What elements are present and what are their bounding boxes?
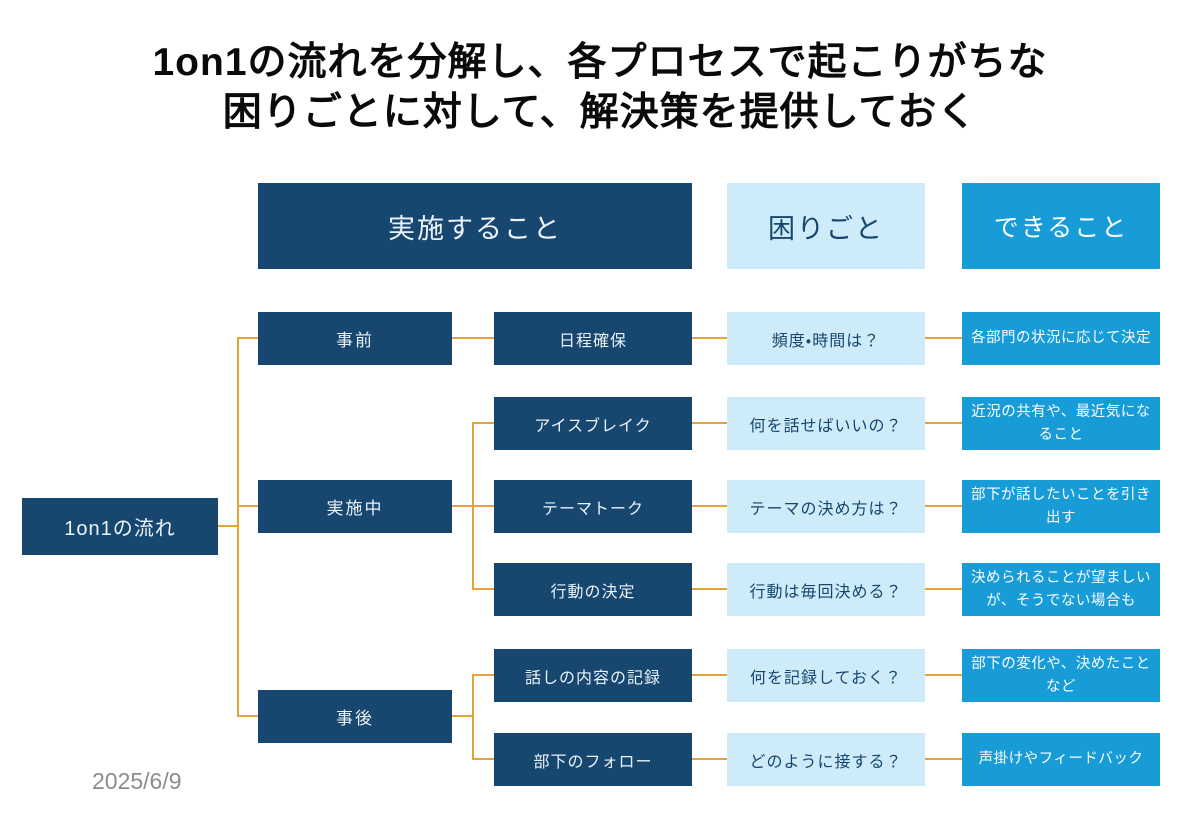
- process-box-theme-talk: テーマトーク: [494, 480, 692, 533]
- connector-trouble-solution-3: [925, 505, 962, 507]
- connector-process-trouble-5: [692, 674, 727, 676]
- connector-after-vertical: [472, 674, 474, 760]
- column-header-troubles: 困りごと: [727, 183, 925, 269]
- connector-process-trouble-1: [692, 337, 727, 339]
- slide-title-line1: 1on1の流れを分解し、各プロセスで起こりがちな: [152, 41, 1048, 84]
- solution-box-3: 部下が話したいことを引き出す: [962, 480, 1160, 533]
- connector-process-trouble-4: [692, 588, 727, 590]
- connector-during-decide-action: [473, 588, 494, 590]
- connector-trunk-after: [238, 715, 258, 717]
- trouble-box-6: どのように接する？: [727, 733, 925, 786]
- slide-title-line2: 困りごとに対して、解決策を提供しておく: [222, 90, 978, 134]
- solution-box-5: 部下の変化や、決めたことなど: [962, 649, 1160, 702]
- connector-before-schedule: [452, 337, 494, 339]
- connector-trunk-during: [238, 505, 258, 507]
- solution-box-4: 決められることが望ましいが、そうでない場合も: [962, 563, 1160, 616]
- connector-root-trunk: [218, 525, 238, 527]
- process-box-schedule: 日程確保: [494, 312, 692, 365]
- connector-during-icebreak: [473, 422, 494, 424]
- connector-trouble-solution-4: [925, 588, 962, 590]
- connector-trouble-solution-2: [925, 422, 962, 424]
- connector-process-trouble-6: [692, 758, 727, 760]
- connector-trouble-solution-1: [925, 337, 962, 339]
- column-header-solutions: できること: [962, 183, 1160, 269]
- process-box-follow-up: 部下のフォロー: [494, 733, 692, 786]
- trouble-box-4: 行動は毎回決める？: [727, 563, 925, 616]
- phase-box-during: 実施中: [258, 480, 452, 533]
- trouble-box-2: 何を話せばいいの？: [727, 397, 925, 450]
- connector-after-branch: [452, 715, 473, 717]
- trouble-box-5: 何を記録しておく？: [727, 649, 925, 702]
- connector-trouble-solution-5: [925, 674, 962, 676]
- connector-trunk-vertical: [237, 337, 239, 717]
- trouble-box-1: 頻度・時間は？: [727, 312, 925, 365]
- connector-during-branch: [452, 505, 473, 507]
- process-box-record-notes: 話しの内容の記録: [494, 649, 692, 702]
- solution-box-1: 各部門の状況に応じて決定: [962, 312, 1160, 365]
- connector-after-record: [473, 674, 494, 676]
- process-box-icebreak: アイスブレイク: [494, 397, 692, 450]
- process-box-decide-action: 行動の決定: [494, 563, 692, 616]
- phase-box-after: 事後: [258, 690, 452, 743]
- root-box-1on1-flow: 1on1の流れ: [22, 498, 218, 555]
- connector-during-theme-talk: [473, 505, 494, 507]
- trouble-box-3: テーマの決め方は？: [727, 480, 925, 533]
- slide-title: 1on1の流れを分解し、各プロセスで起こりがちな 困りごとに対して、解決策を提供…: [0, 38, 1200, 138]
- connector-process-trouble-2: [692, 422, 727, 424]
- solution-box-6: 声掛けやフィードバック: [962, 733, 1160, 786]
- connector-after-follow-up: [473, 758, 494, 760]
- phase-box-before: 事前: [258, 312, 452, 365]
- connector-process-trouble-3: [692, 505, 727, 507]
- column-header-actions: 実施すること: [258, 183, 692, 269]
- connector-trouble-solution-6: [925, 758, 962, 760]
- slide-date: 2025/6/9: [92, 768, 182, 794]
- solution-box-2: 近況の共有や、最近気になること: [962, 397, 1160, 450]
- connector-trunk-before: [238, 337, 258, 339]
